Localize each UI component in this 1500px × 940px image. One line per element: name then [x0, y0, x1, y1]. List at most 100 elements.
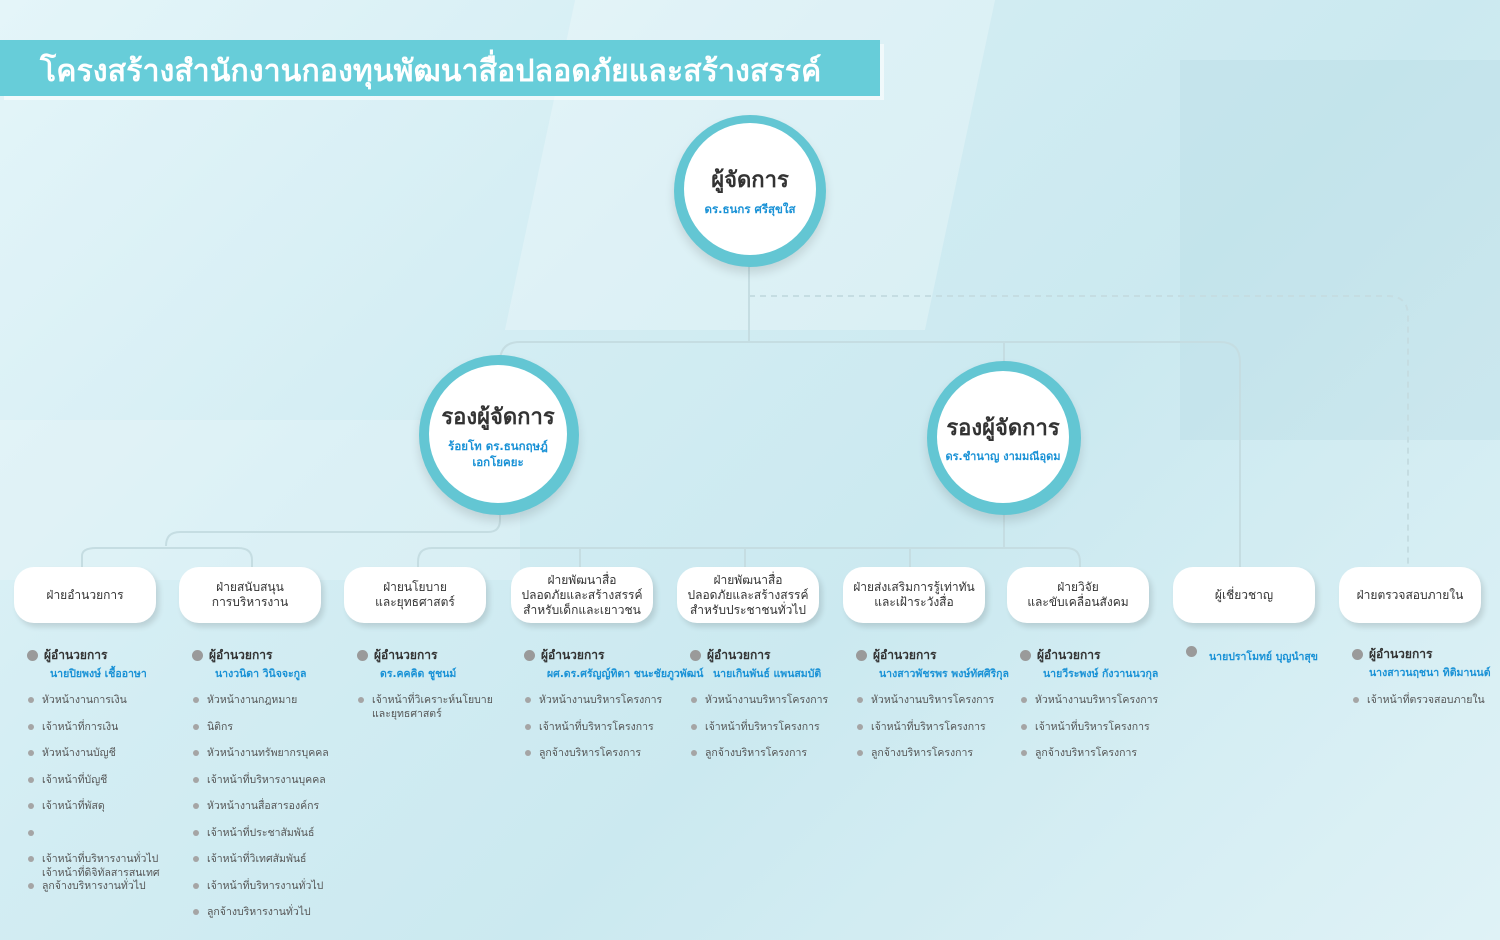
staff-label: นิติกร: [207, 720, 233, 733]
department-box: ฝ่ายวิจัย และขับเคลื่อนสังคม: [1007, 567, 1149, 623]
director-row: ผู้อำนวยการ: [690, 646, 770, 665]
director-name: ผศ.ดร.ศรัญญ์ทิตา ชนะชัยภูวพัฒน์: [547, 668, 704, 680]
staff-item: หัวหน้างานสื่อสารองค์กร: [193, 799, 319, 813]
deputy-name: ร้อยโท ดร.ธนกฤษฎ์ เอกโยคยะ: [448, 438, 548, 469]
bullet-dot: [193, 723, 199, 730]
department-box: ฝ่ายสนับสนุน การบริหารงาน: [179, 567, 321, 623]
staff-label: เจ้าหน้าที่บริหารงานบุคคล: [207, 773, 326, 786]
bullet-dot: [1021, 750, 1027, 756]
staff-label: เจ้าหน้าที่พัสดุ: [42, 800, 105, 812]
director-row: ผู้อำนวยการ: [524, 646, 604, 665]
staff-item: เจ้าหน้าที่บริหารงานทั่วไป: [193, 879, 323, 893]
director-name: นายเกินพันธ์ แพนสมบัติ: [713, 668, 822, 680]
staff-item: เจ้าหน้าที่บริหารโครงการ: [1021, 720, 1150, 734]
bullet-dot: [1021, 723, 1027, 730]
staff-item: หัวหน้างานการเงิน: [28, 693, 127, 707]
bullet-dot: [856, 650, 867, 661]
director-label: ผู้อำนวยการ: [1369, 647, 1433, 661]
deputy-node-2: รองผู้จัดการ ดร.ชำนาญ งามมณีอุดม: [937, 371, 1069, 503]
staff-label: ลูกจ้างบริหารโครงการ: [539, 747, 642, 759]
staff-label: หัวหน้างานบริหารโครงการ: [871, 694, 995, 706]
department-box: ฝ่ายอำนวยการ: [14, 567, 156, 623]
staff-item: ลูกจ้างบริหารโครงการ: [525, 746, 641, 760]
staff-label: หัวหน้างานกฎหมาย: [207, 694, 298, 706]
staff-item: เจ้าหน้าที่การเงิน: [28, 720, 118, 734]
staff-item: เจ้าหน้าที่ตรวจสอบภายใน: [1353, 693, 1485, 707]
staff-item: เจ้าหน้าที่ประชาสัมพันธ์: [193, 826, 314, 840]
bullet-dot: [193, 803, 199, 809]
staff-item: หัวหน้างานบริหารโครงการ: [1021, 693, 1158, 707]
bullet-dot: [358, 697, 364, 703]
department-box: ฝ่ายตรวจสอบภายใน: [1339, 567, 1481, 623]
bullet-dot: [691, 697, 697, 703]
manager-role: ผู้จัดการ: [711, 167, 789, 193]
staff-item: เจ้าหน้าที่วิเคราะห์นโยบาย และยุทธศาสตร์: [358, 693, 493, 721]
director-row: ผู้อำนวยการ: [27, 646, 107, 665]
deputy-name: ดร.ชำนาญ งามมณีอุดม: [945, 449, 1061, 463]
bullet-dot: [28, 776, 34, 783]
staff-label: ลูกจ้างบริหารโครงการ: [705, 747, 808, 759]
staff-label: เจ้าหน้าที่บัญชี: [42, 773, 108, 786]
staff-label: เจ้าหน้าที่บริหารโครงการ: [705, 720, 820, 733]
bullet-dot: [690, 650, 701, 661]
staff-item: ลูกจ้างบริหารโครงการ: [691, 746, 807, 760]
staff-item: [28, 826, 42, 836]
bullet-dot: [1352, 649, 1363, 660]
department-box: ฝ่ายพัฒนาสื่อ ปลอดภัยและสร้างสรรค์ สำหรั…: [511, 567, 653, 623]
director-name: นางสาวพัชรพร พงษ์ทัศศิริกุล: [879, 668, 1009, 680]
bullet-dot: [27, 650, 38, 661]
director-row: [1186, 646, 1203, 657]
department-box: ฝ่ายพัฒนาสื่อ ปลอดภัยและสร้างสรรค์ สำหรั…: [677, 567, 819, 623]
staff-label: หัวหน้างานทรัพยากรบุคคล: [207, 747, 329, 759]
director-name: นายวีระพงษ์ กังวานนวกุล: [1043, 668, 1159, 680]
deputy-role: รองผู้จัดการ: [946, 415, 1060, 441]
staff-label: เจ้าหน้าที่วิเทศสัมพันธ์: [207, 853, 307, 865]
staff-label: เจ้าหน้าที่ตรวจสอบภายใน: [1367, 694, 1485, 706]
staff-item: เจ้าหน้าที่บริหารโครงการ: [691, 720, 820, 734]
staff-label: หัวหน้างานบริหารโครงการ: [705, 694, 829, 706]
bullet-dot: [193, 882, 199, 889]
bullet-dot: [193, 909, 199, 915]
bullet-dot: [28, 723, 34, 730]
bullet-dot: [193, 829, 199, 836]
staff-label: หัวหน้างานบริหารโครงการ: [1035, 694, 1159, 706]
deputy-node-1: รองผู้จัดการ ร้อยโท ดร.ธนกฤษฎ์ เอกโยคยะ: [429, 365, 567, 503]
director-name: นายปิยพงษ์ เชื้ออาษา: [50, 668, 147, 680]
staff-item: เจ้าหน้าที่พัสดุ: [28, 799, 105, 813]
staff-label: ลูกจ้างบริหารงานทั่วไป: [42, 879, 146, 892]
staff-label: ลูกจ้างบริหารงานทั่วไป: [207, 906, 311, 918]
staff-item: หัวหน้างานกฎหมาย: [193, 693, 297, 707]
bullet-dot: [192, 650, 203, 661]
staff-item: ลูกจ้างบริหารงานทั่วไป: [28, 879, 146, 893]
director-name: ดร.คคคิด ชูชนม์: [380, 668, 457, 680]
title-banner: โครงสร้างสำนักงานกองทุนพัฒนาสื่อปลอดภัยแ…: [0, 40, 880, 96]
bullet-dot: [691, 750, 697, 756]
bullet-dot: [525, 697, 531, 703]
director-label: ผู้อำนวยการ: [541, 648, 605, 662]
bullet-dot: [524, 650, 535, 661]
bullet-dot: [28, 856, 34, 862]
bullet-dot: [525, 723, 531, 730]
director-row: ผู้อำนวยการ: [357, 646, 437, 665]
bullet-dot: [193, 750, 199, 756]
staff-label: เจ้าหน้าที่บริหารโครงการ: [1035, 720, 1150, 733]
staff-label: เจ้าหน้าที่วิเคราะห์นโยบาย และยุทธศาสตร์: [372, 694, 493, 720]
staff-label: เจ้าหน้าที่ประชาสัมพันธ์: [207, 826, 315, 839]
director-label: ผู้อำนวยการ: [873, 648, 937, 662]
director-name: นางวนิดา วินิจจะกูล: [215, 668, 307, 680]
department-box: ผู้เชี่ยวชาญ: [1173, 567, 1315, 623]
staff-label: เจ้าหน้าที่บริหารงานทั่วไป เจ้าหน้าที่ดิ…: [42, 853, 160, 879]
staff-item: หัวหน้างานทรัพยากรบุคคล: [193, 746, 329, 760]
department-box: ฝ่ายนโยบาย และยุทธศาสตร์: [344, 567, 486, 623]
bullet-dot: [857, 723, 863, 730]
bullet-dot: [28, 750, 34, 756]
staff-item: หัวหน้างานบริหารโครงการ: [691, 693, 828, 707]
bullet-dot: [1020, 650, 1031, 661]
director-label: ผู้อำนวยการ: [707, 648, 771, 662]
bullet-dot: [28, 697, 34, 703]
staff-item: เจ้าหน้าที่บริหารโครงการ: [857, 720, 986, 734]
director-label: ผู้อำนวยการ: [44, 648, 108, 662]
director-name: นางสาวนฤชนา ทิติมานนต์: [1369, 667, 1491, 679]
bullet-dot: [28, 803, 34, 809]
